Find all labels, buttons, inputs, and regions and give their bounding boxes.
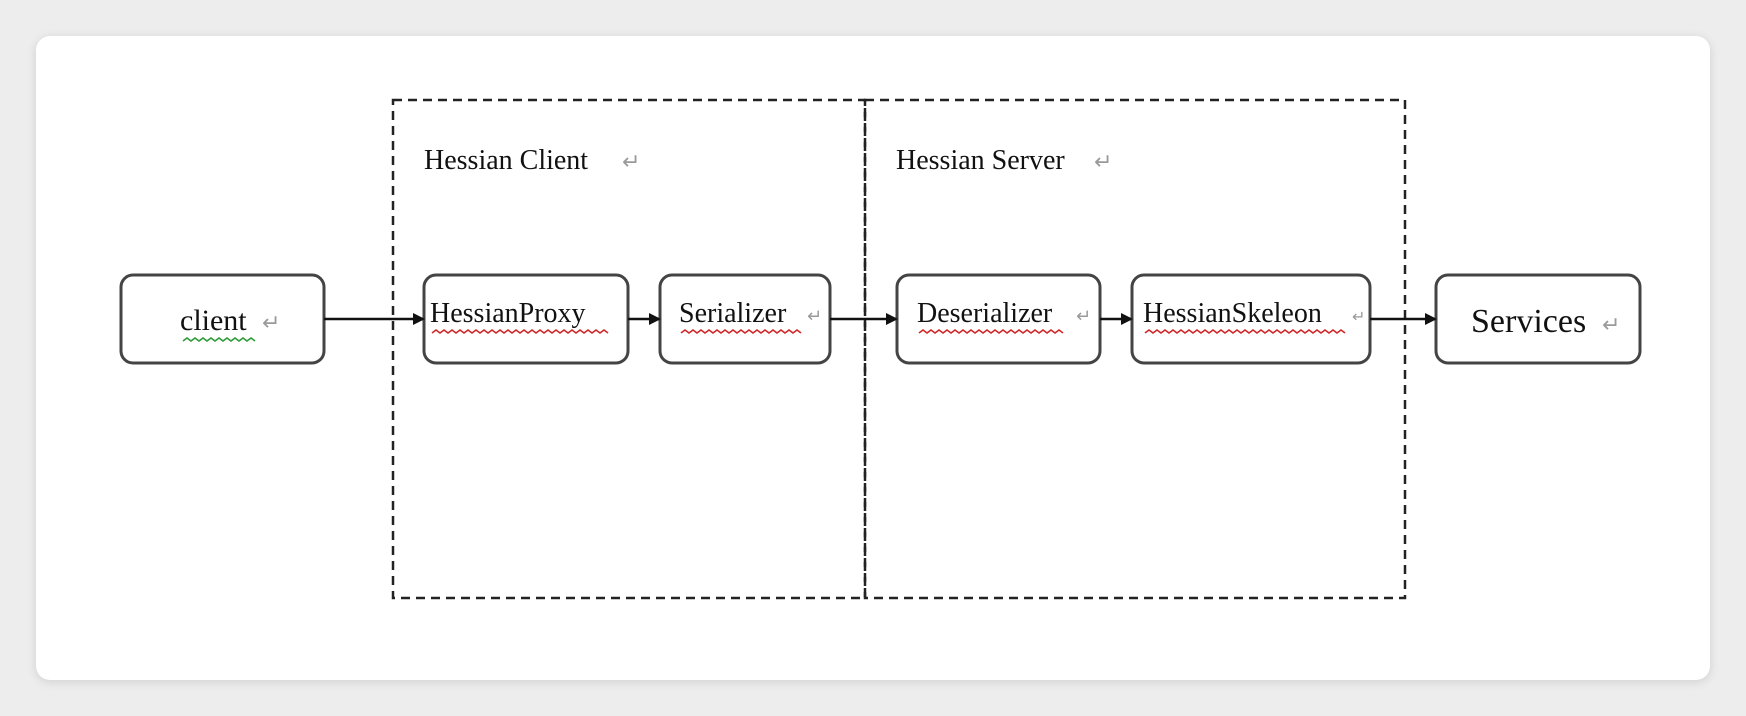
hessian-server-group [863, 98, 1407, 600]
hessian-server-title: Hessian Server [896, 145, 1065, 176]
hessian-client-group [391, 98, 867, 600]
paragraph-mark: ↵ [807, 306, 822, 327]
spelling-underline [680, 329, 802, 334]
serializer-node-label: Serializer [679, 298, 787, 329]
client-node-label: client [180, 304, 247, 337]
paragraph-mark: ↵ [1602, 313, 1620, 338]
hessian-client-title: Hessian Client [424, 145, 588, 176]
spelling-underline [918, 329, 1064, 334]
hessian-proxy-node-label: HessianProxy [430, 298, 586, 329]
paragraph-mark: ↵ [622, 150, 640, 175]
hessian-skeleton-node-label: HessianSkeleon [1143, 298, 1322, 329]
paragraph-mark: ↵ [1094, 150, 1112, 175]
paragraph-mark: ↵ [1352, 307, 1365, 326]
services-node-label: Services [1471, 303, 1586, 340]
paragraph-mark: ↵ [1076, 306, 1091, 327]
deserializer-node-label: Deserializer [917, 298, 1053, 329]
spelling-underline [1144, 329, 1346, 334]
spelling-underline [431, 329, 609, 334]
grammar-underline [182, 337, 256, 342]
paragraph-mark: ↵ [262, 311, 280, 336]
